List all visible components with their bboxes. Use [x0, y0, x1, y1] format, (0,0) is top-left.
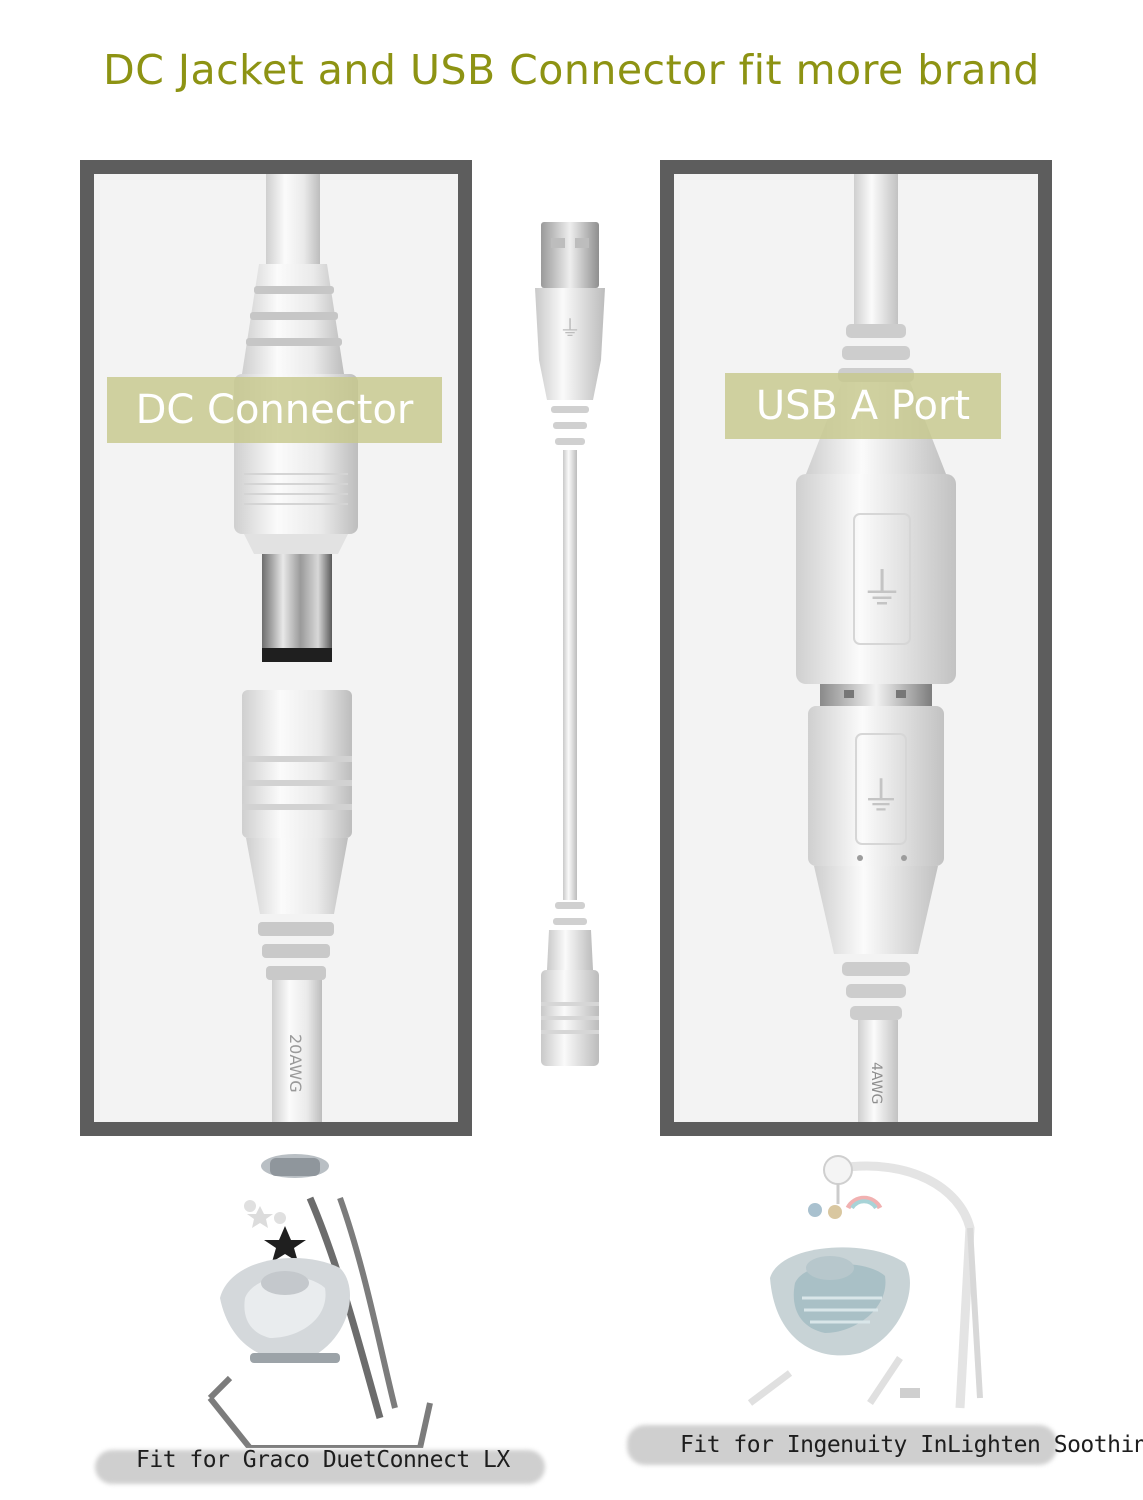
cable-print-right: 4AWG — [868, 1062, 884, 1104]
caption-underlay-left — [95, 1450, 545, 1484]
svg-text:⏚: ⏚ — [861, 774, 901, 820]
ingenuity-caption: Fit for Ingenuity InLighten Soothing — [680, 1432, 1143, 1458]
usb-a-port-illustration: ⏚ ⏚ 4AWG — [674, 174, 1038, 1122]
ingenuity-swing-image — [747, 1155, 983, 1409]
caption-underlay-right — [627, 1425, 1057, 1465]
dc-connector-panel: 20AWG DC Connector — [80, 160, 472, 1136]
usb-to-dc-cable-illustration: ⏚ — [535, 222, 605, 1066]
dc-connector-illustration: 20AWG — [94, 174, 458, 1122]
cable-print-left: 20AWG — [286, 1034, 305, 1093]
svg-text:⏚: ⏚ — [860, 564, 904, 615]
dc-connector-label: DC Connector — [107, 377, 442, 443]
usb-a-port-panel: ⏚ ⏚ 4AWG USB A Port — [660, 160, 1052, 1136]
usb-a-port-label: USB A Port — [725, 373, 1001, 439]
page-title: DC Jacket and USB Connector fit more bra… — [103, 46, 1040, 94]
svg-text:⏚: ⏚ — [559, 317, 581, 342]
graco-swing-image — [207, 1154, 433, 1448]
graco-caption: Fit for Graco DuetConnect LX — [136, 1447, 510, 1473]
